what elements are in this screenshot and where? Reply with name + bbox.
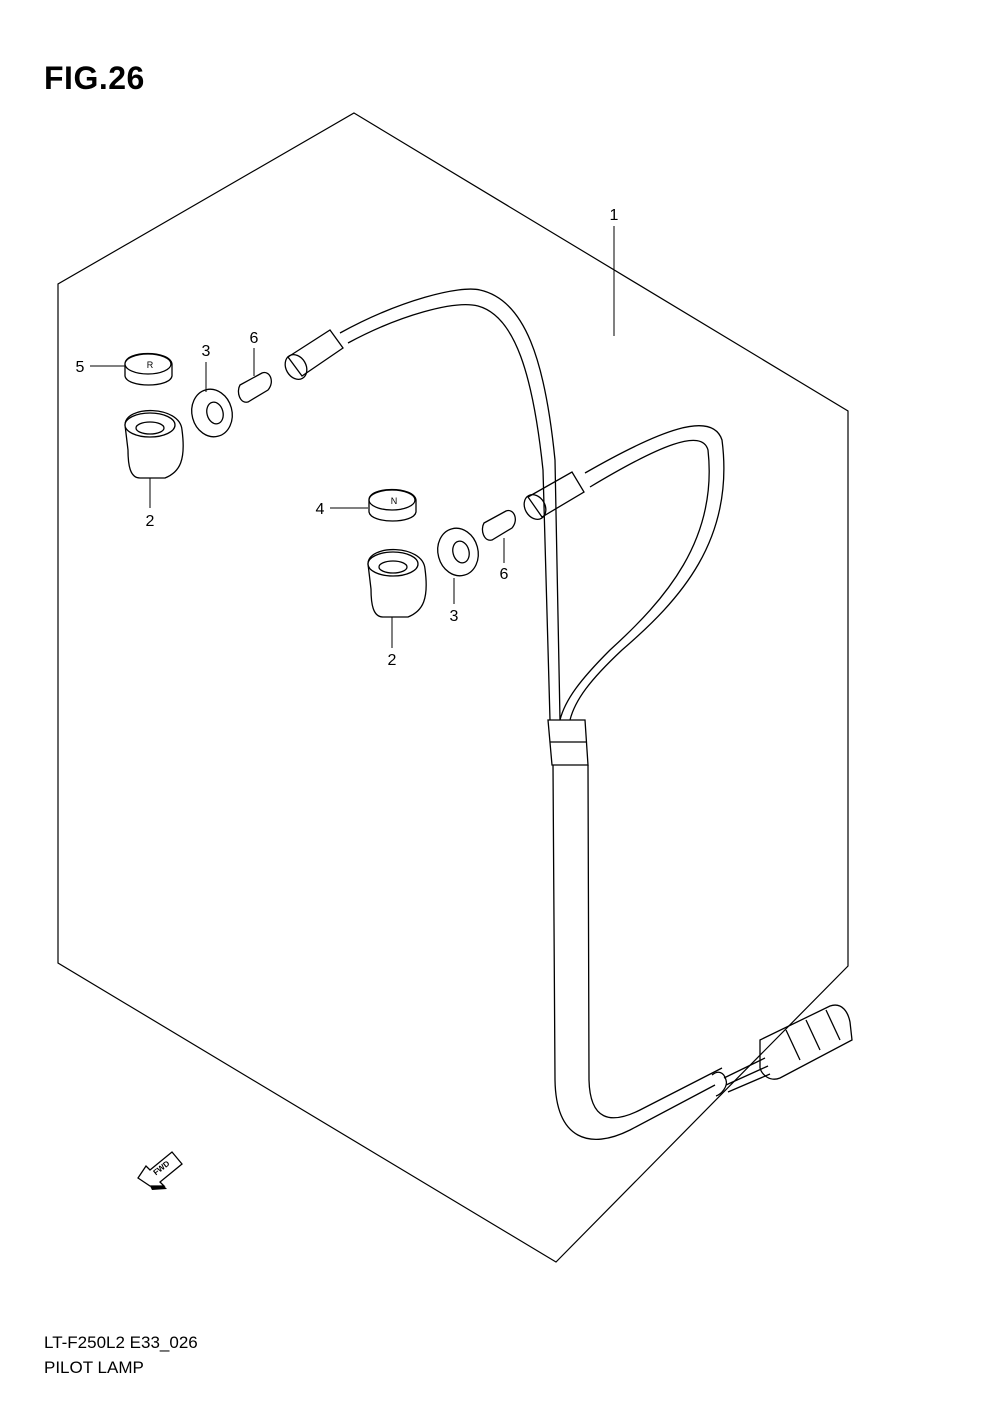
callouts: 1 5 3 6 2 4 6 3 2 — [76, 207, 619, 669]
callout-socket-upper: 2 — [146, 513, 155, 530]
leader-lines — [90, 226, 615, 648]
callout-socket-lower: 2 — [388, 652, 397, 669]
callout-grommet-upper: 3 — [202, 343, 211, 360]
callout-bulb-upper: 6 — [250, 330, 259, 347]
lens-reverse-marking: R — [147, 360, 154, 370]
callout-lens-neutral: 4 — [316, 501, 325, 518]
callout-harness: 1 — [610, 207, 619, 224]
callout-bulb-lower: 6 — [500, 566, 509, 583]
figure-name: PILOT LAMP — [44, 1358, 144, 1377]
lens-neutral-marking: N — [391, 496, 398, 506]
isometric-frame — [57, 112, 849, 1263]
wiring-harness — [284, 288, 853, 1140]
bulb-lower — [481, 509, 516, 541]
fwd-arrow-icon: FWD — [137, 1151, 183, 1190]
figure-title: FIG.26 — [44, 60, 145, 96]
model-code: LT-F250L2 E33_026 — [44, 1333, 198, 1352]
lens-neutral: N — [368, 488, 417, 522]
bulb-upper — [237, 371, 272, 403]
callout-lens-reverse: 5 — [76, 359, 85, 376]
lens-reverse: R — [124, 352, 173, 386]
socket-upper — [124, 409, 184, 479]
socket-lower — [367, 548, 427, 618]
callout-grommet-lower: 3 — [450, 608, 459, 625]
grommet-lower — [437, 527, 479, 577]
grommet-upper — [191, 388, 233, 438]
